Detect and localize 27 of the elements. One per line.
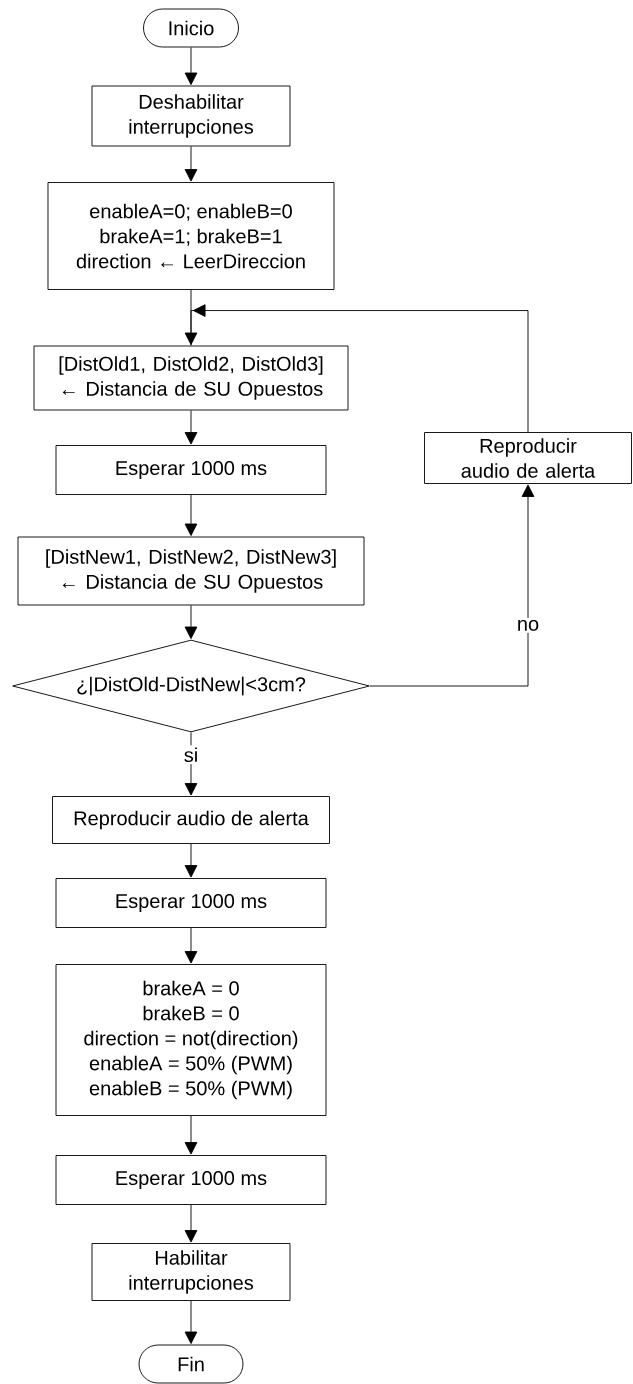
arrow — [190, 304, 529, 433]
arrow — [184, 146, 198, 182]
process-box: brakeA = 0 brakeB = 0 direction = not(direction) enableA = 50% (PWM) enableB = 50% (PWM) — [55, 964, 327, 1116]
process-box: Deshabilitar interrupciones — [91, 85, 291, 147]
arrow — [184, 1204, 198, 1243]
process-box: Esperar 1000 ms — [55, 1155, 327, 1205]
arrow — [184, 410, 198, 445]
arrow — [184, 1300, 198, 1344]
edge-label: no — [514, 617, 542, 633]
arrow — [184, 605, 198, 639]
arrow — [184, 927, 198, 964]
process-box: enableA=0; enableB=0 brakeA=1; brakeB=1 direction ← LeerDireccion — [47, 182, 335, 290]
arrow — [184, 732, 198, 796]
process-box: Esperar 1000 ms — [55, 445, 327, 495]
process-box: [DistOld1, DistOld2, DistOld3] ← Distancia de SU Opuestos — [33, 345, 349, 411]
arrow — [184, 843, 198, 878]
arrow — [369, 484, 535, 687]
process-box: Habilitar interrupciones — [91, 1243, 291, 1301]
arrow — [184, 494, 198, 536]
arrow — [184, 289, 198, 345]
process-box: Reproducir audio de alerta — [52, 796, 330, 844]
process-box: [DistNew1, DistNew2, DistNew3] ← Distancia de SU Opuestos — [17, 536, 365, 606]
edge-label: si — [181, 745, 201, 765]
arrow — [184, 47, 198, 85]
arrow — [184, 1115, 198, 1155]
process-box: Reproducir audio de alerta — [424, 432, 632, 484]
process-box: Esperar 1000 ms — [55, 878, 327, 928]
